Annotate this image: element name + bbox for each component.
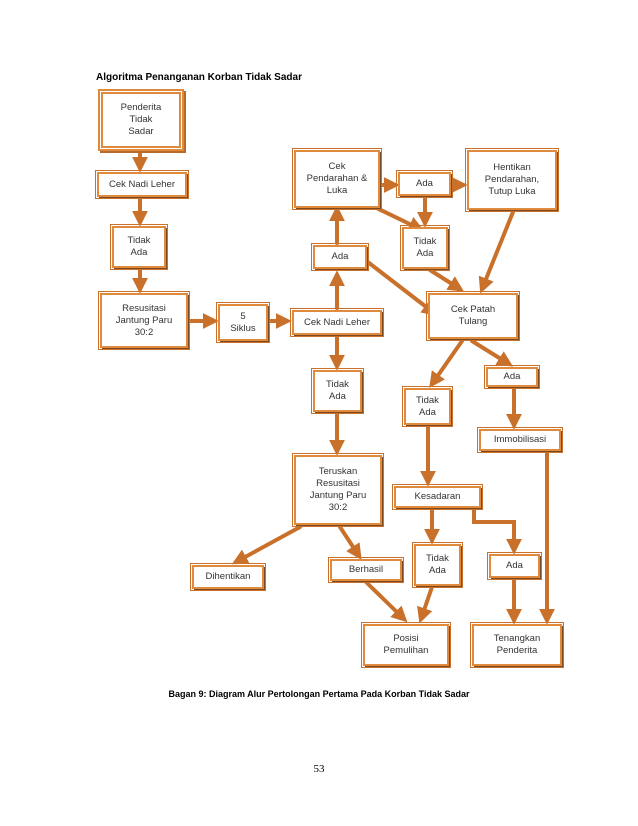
page-number: 53 — [313, 763, 325, 775]
node-ada-4: Ada — [487, 552, 542, 580]
arrow-cekpatah-ada — [470, 339, 514, 367]
arrow-hentikan-cekpatah — [478, 210, 515, 294]
diagram-caption: Bagan 9: Diagram Alur Pertolongan Pertam… — [168, 689, 470, 699]
node-berhasil: Berhasil — [328, 557, 404, 583]
arrow-berhasil-posisi — [364, 580, 408, 623]
node-dihentikan: Dihentikan — [190, 563, 266, 591]
node-tidak-ada-5: Tidak Ada — [412, 542, 463, 588]
node-hentikan-pendarahan: Hentikan Pendarahan, Tutup Luka — [465, 148, 559, 212]
arrow-teruskan-dihentikan — [231, 525, 302, 565]
node-ada-3: Ada — [484, 365, 540, 389]
node-ada-2: Ada — [311, 243, 369, 271]
arrow-tidakada-posisi — [417, 585, 434, 624]
node-kesadaran: Kesadaran — [392, 484, 483, 510]
node-tidak-ada-4: Tidak Ada — [402, 386, 453, 427]
node-teruskan-resusitasi: Teruskan Resusitasi Jantung Paru 30:2 — [292, 453, 384, 527]
node-tidak-ada-1: Tidak Ada — [110, 224, 168, 270]
node-penderita-tidak-sadar: Penderita Tidak Sadar — [98, 89, 184, 151]
node-cek-pendarahan: Cek Pendarahan & Luka — [292, 148, 382, 210]
arrow-tidakada-cekpatah — [428, 268, 465, 292]
arrow-cekpatah-tidakada — [429, 339, 464, 388]
node-tidak-ada-2: Tidak Ada — [400, 225, 450, 271]
arrow-teruskan-berhasil — [338, 525, 362, 561]
diagram-heading: Algoritma Penanganan Korban Tidak Sadar — [96, 72, 302, 83]
node-cek-patah-tulang: Cek Patah Tulang — [426, 291, 520, 341]
node-tenangkan-penderita: Tenangkan Penderita — [470, 622, 564, 668]
node-resusitasi: Resusitasi Jantung Paru 30:2 — [98, 291, 190, 350]
node-cek-nadi-leher-1: Cek Nadi Leher — [95, 170, 189, 199]
arrow-ada-cekpatah — [358, 254, 438, 316]
node-ada-1: Ada — [396, 170, 453, 198]
node-cek-nadi-leher-2: Cek Nadi Leher — [290, 308, 384, 337]
arrow-kesadaran-ada — [472, 507, 522, 555]
node-tidak-ada-3: Tidak Ada — [311, 368, 364, 414]
node-5-siklus: 5 Siklus — [216, 302, 270, 343]
node-immobilisasi: Immobilisasi — [477, 427, 563, 453]
node-posisi-pemulihan: Posisi Pemulihan — [361, 622, 451, 668]
